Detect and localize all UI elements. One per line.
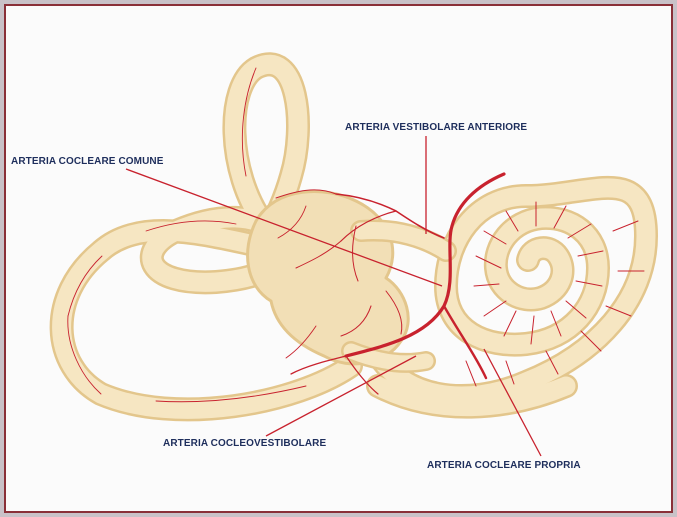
label-arteria-cocleare-propria: ARTERIA COCLEARE PROPRIA <box>427 460 581 471</box>
inner-ear-arterial-diagram: ARTERIA VESTIBOLARE ANTERIORE ARTERIA CO… <box>6 6 673 513</box>
label-arteria-cocleare-comune: ARTERIA COCLEARE COMUNE <box>11 156 164 167</box>
figure-panel: ARTERIA VESTIBOLARE ANTERIORE ARTERIA CO… <box>4 4 673 513</box>
label-arteria-vestibolare-anteriore: ARTERIA VESTIBOLARE ANTERIORE <box>345 122 527 133</box>
label-arteria-cocleovestibolare: ARTERIA COCLEOVESTIBOLARE <box>163 438 326 449</box>
